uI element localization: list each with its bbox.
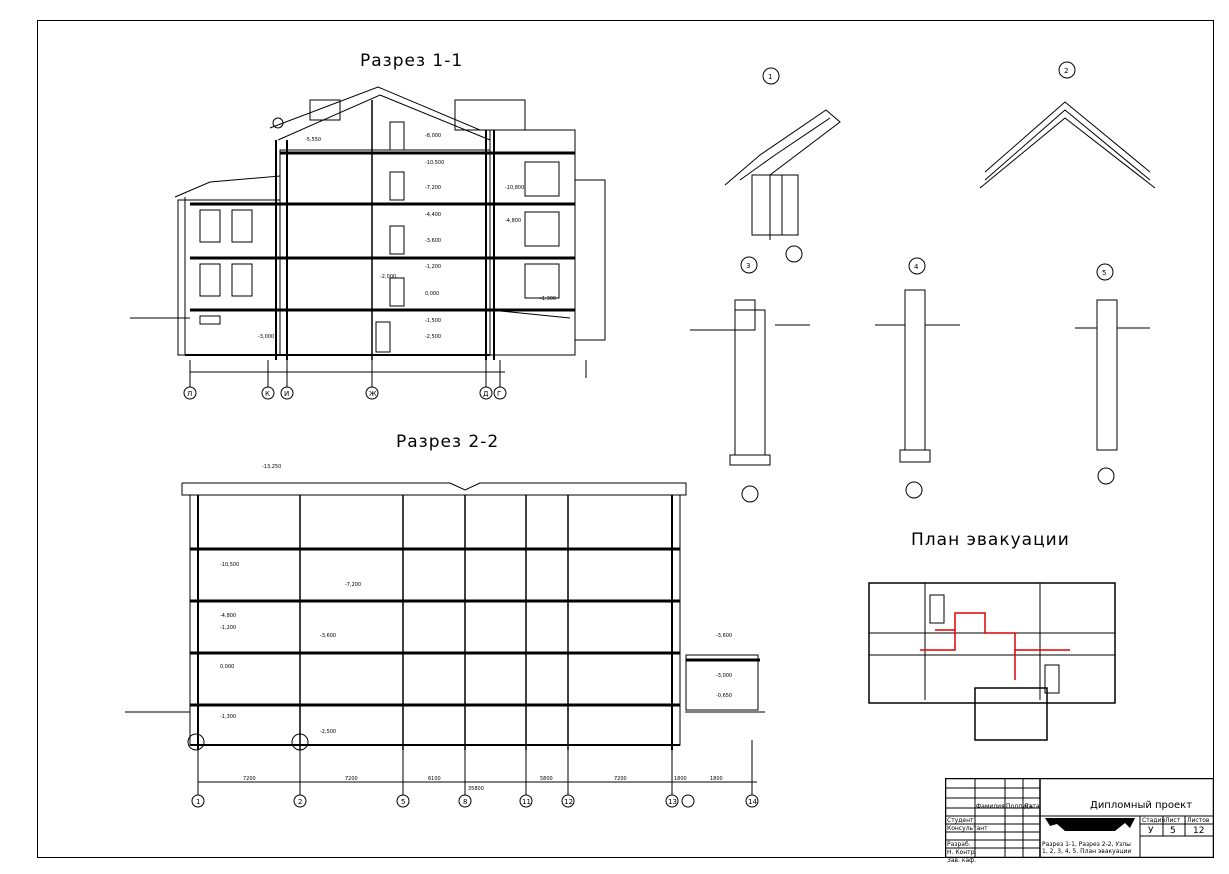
dim-7200-c: 7200 <box>614 776 627 782</box>
stamp-sheet-label: Лист <box>1165 817 1181 824</box>
node-marker-3: 3 <box>746 262 750 270</box>
level-s1-6: -4,400 <box>425 212 441 218</box>
evacuation-plan <box>868 582 1116 741</box>
stamp-header-surname: Фамилия <box>976 803 1005 810</box>
node-marker-2: 2 <box>1064 67 1068 75</box>
node-marker-5: 5 <box>1102 269 1106 277</box>
axis-label-g: Г <box>497 390 501 398</box>
level-s2-1: -13,250 <box>262 464 281 470</box>
stamp-role-student: Студент <box>947 817 974 824</box>
axis-label-8: 8 <box>463 798 467 806</box>
node-marker-1: 1 <box>768 73 772 81</box>
level-s1-1: -5,550 <box>305 137 321 143</box>
level-s2-6: -1,200 <box>220 625 236 631</box>
title-block: Фамилия Подпись Дата Студент Консультант… <box>945 778 1214 864</box>
dim-5800: 5800 <box>540 776 553 782</box>
stamp-stage-value: У <box>1148 826 1154 836</box>
level-s1-12: -1,300 <box>540 296 556 302</box>
dim-6100: 6100 <box>428 776 441 782</box>
axis-label-11: 11 <box>522 798 531 806</box>
axis-label-i: И <box>284 390 289 398</box>
level-s1-2: -8,000 <box>425 133 441 139</box>
level-s1-15: -3,000 <box>258 334 274 340</box>
axis-label-5: 5 <box>401 798 405 806</box>
axis-label-l: Л <box>187 390 192 398</box>
stamp-sheet-value: 5 <box>1170 826 1176 836</box>
level-s2-11: -0,650 <box>716 693 732 699</box>
dimension-labels-s2: 7200 7200 6100 5800 7200 1800 1800 35800 <box>243 776 723 792</box>
axis-label-zh: Ж <box>369 390 377 398</box>
node-details <box>690 61 1156 503</box>
node-labels: 1 2 3 4 5 <box>746 67 1106 277</box>
stamp-header-date: Дата <box>1024 803 1040 810</box>
axis-labels-s1: Л К И Ж Д Г <box>187 390 501 398</box>
level-s1-3: -10,500 <box>425 160 444 166</box>
stamp-sheet-title: Разрез 1-1, Разрез 2-2, Узлы 1, 2, 3, 4,… <box>1042 841 1132 855</box>
section-2-2 <box>125 482 765 808</box>
title-block-grid <box>945 778 1214 858</box>
axis-label-14: 14 <box>748 798 757 806</box>
level-s2-2: -10,500 <box>220 562 239 568</box>
axis-label-1: 1 <box>196 798 200 806</box>
section-1-title: Разрез 1-1 <box>360 51 464 71</box>
section-2-title: Разрез 2-2 <box>396 432 500 452</box>
stamp-sheets-label: Листов <box>1187 817 1210 824</box>
stamp-stage-label: Стадия <box>1142 817 1166 824</box>
level-s1-8: -3,600 <box>425 238 441 244</box>
stamp-role-normcontrol: Н. Контр. <box>947 849 977 856</box>
level-labels-s1: -5,550 -8,000 -10,500 -7,200 -10,800 -4,… <box>258 133 556 340</box>
level-s2-4: -4,800 <box>220 613 236 619</box>
level-s1-10: -2,000 <box>380 274 396 280</box>
drawing-frame <box>37 20 1214 858</box>
level-s2-5: -3,600 <box>320 633 336 639</box>
level-s2-9: -2,500 <box>320 729 336 735</box>
stamp-role-head: Зав. каф. <box>947 857 977 864</box>
level-s2-10: -3,600 <box>716 633 732 639</box>
axis-label-12: 12 <box>564 798 573 806</box>
dim-7200-b: 7200 <box>345 776 358 782</box>
dim-7200-a: 7200 <box>243 776 256 782</box>
stamp-role-consultant: Консультант <box>947 825 988 832</box>
level-s1-13: -1,500 <box>425 318 441 324</box>
dim-1800-a: 1800 <box>674 776 687 782</box>
axis-label-d: Д <box>483 390 489 398</box>
stamp-role-developer: Разраб. <box>947 841 971 848</box>
axis-label-k: К <box>265 390 270 398</box>
level-s1-4: -7,200 <box>425 185 441 191</box>
level-labels-s2: -13,250 -10,500 -7,200 -4,800 -3,600 -1,… <box>220 464 732 735</box>
level-s1-9: -1,200 <box>425 264 441 270</box>
section-1-1 <box>130 86 606 400</box>
axis-labels-s2: 1 2 5 8 11 12 13 14 <box>196 798 757 806</box>
level-s2-3: -7,200 <box>345 582 361 588</box>
level-s1-11: 0,000 <box>425 291 439 297</box>
dim-total: 35800 <box>468 786 484 792</box>
level-s2-8: -1,300 <box>220 714 236 720</box>
stamp-sheets-value: 12 <box>1193 826 1205 836</box>
level-s2-7: 0,000 <box>220 664 234 670</box>
level-s1-7: -4,800 <box>505 218 521 224</box>
evacuation-plan-title: План эвакуации <box>911 530 1070 550</box>
level-s1-5: -10,800 <box>505 185 524 191</box>
dim-1800-b: 1800 <box>710 776 723 782</box>
axis-label-13: 13 <box>668 798 677 806</box>
level-s1-14: -2,500 <box>425 334 441 340</box>
axis-label-2: 2 <box>298 798 302 806</box>
stamp-header-signature: Подпись <box>1006 803 1033 810</box>
node-marker-4: 4 <box>914 263 919 271</box>
level-s2-12: -3,000 <box>716 673 732 679</box>
project-title: Дипломный проект <box>1090 800 1193 811</box>
